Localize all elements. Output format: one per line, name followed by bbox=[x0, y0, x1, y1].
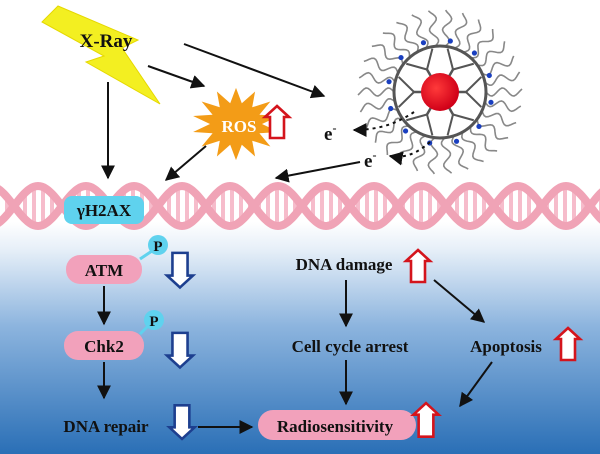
polymer-chain bbox=[451, 135, 469, 170]
polymer-chain bbox=[453, 12, 468, 50]
surface-dot bbox=[471, 50, 478, 56]
atm-phospho-circle bbox=[148, 235, 168, 255]
surface-dot bbox=[447, 38, 453, 44]
dendrimer-branch bbox=[397, 76, 415, 93]
up-arrow-icon-radiosensitivity bbox=[410, 401, 442, 438]
electron-label-2: e- bbox=[364, 148, 376, 172]
left-arrows bbox=[97, 286, 254, 434]
polymer-chain bbox=[357, 87, 395, 97]
polymer-chain bbox=[484, 100, 522, 113]
surface-dot bbox=[420, 40, 427, 46]
polymer-chain bbox=[382, 32, 411, 58]
chk2-phospho-label: P bbox=[149, 314, 158, 330]
dna-damage-label: DNA damage bbox=[296, 255, 393, 274]
polymer-chain bbox=[470, 28, 494, 59]
radiosensitivity-pill bbox=[258, 410, 416, 440]
ros-label: ROS bbox=[222, 117, 257, 136]
dendrimer-branch bbox=[406, 62, 428, 71]
atm-label: ATM bbox=[85, 261, 123, 280]
down-arrow-icon-dna-repair bbox=[166, 404, 198, 441]
cell-cycle-arrest-label: Cell cycle arrest bbox=[292, 337, 409, 356]
down-arrow-icon-atm bbox=[163, 251, 197, 290]
polymer-chain bbox=[484, 71, 521, 87]
electron-label-1: e- bbox=[324, 121, 336, 145]
chk2-pill bbox=[64, 331, 144, 360]
starburst-icon bbox=[193, 87, 279, 161]
h2ax-box bbox=[64, 196, 144, 224]
atm-pill bbox=[66, 255, 142, 284]
atm-phospho-link bbox=[139, 249, 153, 261]
xray-label: X-Ray bbox=[80, 31, 133, 52]
dendrimer-branch bbox=[446, 48, 454, 70]
polymer-chain bbox=[386, 125, 410, 156]
lightning-bolt-icon bbox=[41, 5, 161, 105]
polymer-chain bbox=[469, 126, 498, 152]
polymer-chain bbox=[440, 137, 453, 174]
polymer-chain bbox=[462, 19, 482, 53]
chk2-phospho-link bbox=[138, 324, 150, 336]
polymer-chain bbox=[412, 134, 427, 172]
radiosensitivity-label: Radiosensitivity bbox=[277, 417, 394, 436]
dendrimer-branch bbox=[465, 91, 483, 108]
nanoparticle-icon bbox=[357, 9, 523, 175]
dendrimer-branch bbox=[452, 113, 474, 122]
dendrimer-branch bbox=[426, 48, 434, 70]
polymer-chain bbox=[427, 10, 440, 47]
surface-dot bbox=[453, 138, 460, 144]
polymer-chain bbox=[374, 117, 403, 143]
up-arrow-icon-dna-damage bbox=[402, 248, 434, 284]
atm-phospho-label: P bbox=[153, 239, 162, 255]
dendrimer-branch bbox=[452, 62, 474, 71]
surface-dot bbox=[476, 123, 482, 130]
polymer-chain bbox=[477, 41, 506, 67]
polymer-chain bbox=[411, 14, 429, 49]
electron-path-2 bbox=[388, 141, 431, 166]
surface-dot bbox=[402, 128, 409, 134]
surface-dot bbox=[398, 54, 404, 61]
chk2-label: Chk2 bbox=[84, 337, 124, 356]
right-arrows bbox=[339, 279, 493, 408]
dendrimer-branch bbox=[446, 114, 454, 136]
down-arrow-icon-chk2 bbox=[163, 331, 197, 370]
up-arrow-icon-ros bbox=[261, 104, 293, 140]
dendrimer-branch bbox=[397, 91, 415, 108]
dendrimer-branch bbox=[426, 114, 434, 136]
dendrimer-branch bbox=[465, 76, 483, 93]
electron-path-1 bbox=[352, 111, 415, 137]
nanoparticle-core bbox=[421, 73, 459, 111]
surface-dot bbox=[486, 72, 492, 79]
up-arrow-icon-apoptosis bbox=[552, 326, 584, 362]
dna-strand-b bbox=[0, 181, 600, 231]
polymer-chain bbox=[485, 87, 523, 97]
polymer-chain bbox=[358, 71, 396, 84]
polymer-chain bbox=[396, 21, 420, 53]
polymer-chain bbox=[481, 110, 517, 127]
polymer-chain bbox=[460, 131, 484, 163]
top-arrows bbox=[101, 43, 361, 183]
surface-dot bbox=[488, 99, 494, 105]
dna-repair-label: DNA repair bbox=[63, 417, 149, 436]
dendrimer-branch bbox=[406, 113, 428, 122]
h2ax-label: γH2AX bbox=[76, 201, 132, 220]
polymer-chain bbox=[363, 57, 399, 74]
surface-dot bbox=[388, 105, 394, 112]
chk2-phospho-circle bbox=[144, 310, 164, 330]
trend-arrows bbox=[163, 104, 584, 441]
apoptosis-label: Apoptosis bbox=[470, 337, 542, 356]
polymer-chain bbox=[359, 97, 396, 113]
surface-dot bbox=[386, 79, 392, 85]
